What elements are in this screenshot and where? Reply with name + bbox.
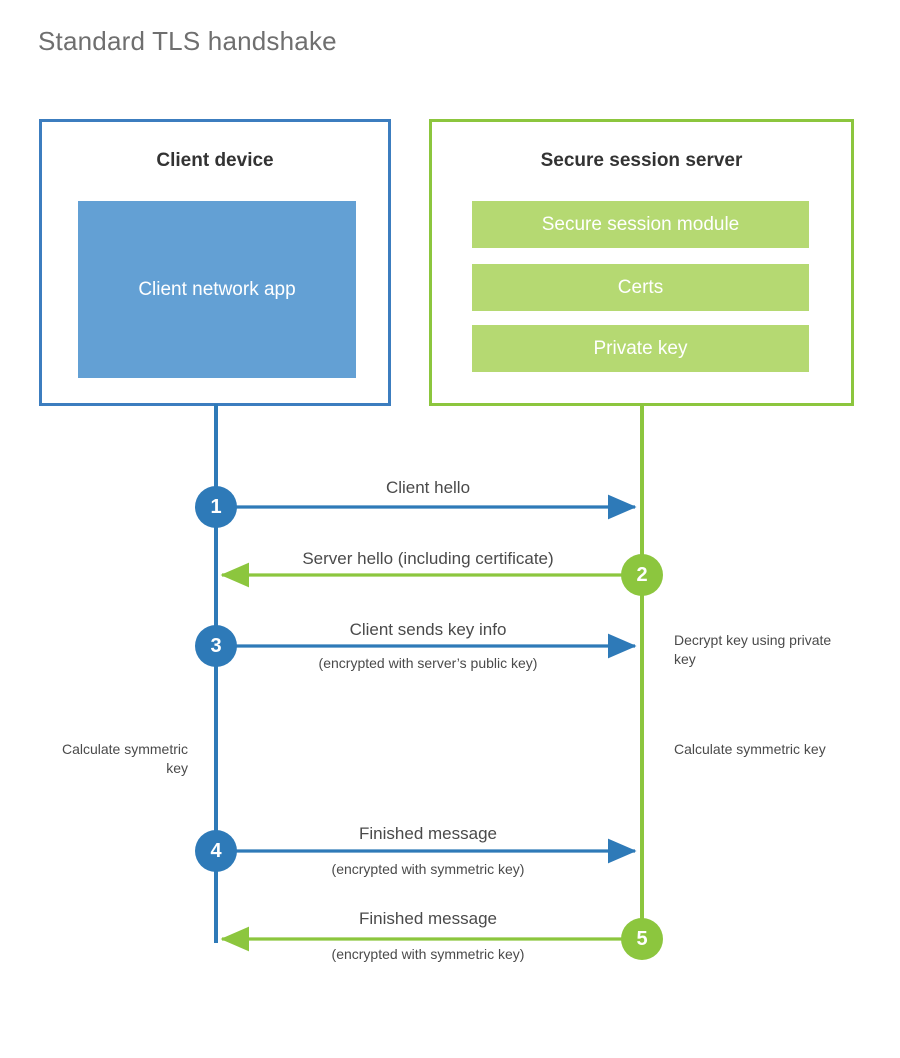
server-component-certs: Certs xyxy=(472,264,809,311)
client-lifeline xyxy=(214,404,218,943)
server-lifeline xyxy=(640,404,644,939)
message-label-2: Server hello (including certificate) xyxy=(302,549,554,568)
message-label-3: Client sends key info xyxy=(349,620,507,639)
annotation-calculate-symmetric-key-client: Calculate symmetric key xyxy=(61,741,188,776)
server-component-private-key: Private key xyxy=(472,325,809,372)
message-sublabel-5: (encrypted with symmetric key) xyxy=(331,946,525,962)
server-component-secure-session-module: Secure session module xyxy=(472,201,809,248)
message-label-5: Finished message xyxy=(359,909,497,928)
step-marker-4[interactable]: 4 xyxy=(195,830,237,872)
step-marker-1[interactable]: 1 xyxy=(195,486,237,528)
annotation-decrypt-key: Decrypt key using private key xyxy=(674,632,832,667)
secure-session-server-title: Secure session server xyxy=(540,150,743,171)
message-sublabel-4: (encrypted with symmetric key) xyxy=(331,861,525,877)
client-device-box: Client device Client network app xyxy=(39,119,391,406)
client-network-app-block: Client network app xyxy=(78,201,356,378)
message-label-1: Client hello xyxy=(385,478,471,497)
step-marker-2[interactable]: 2 xyxy=(621,554,663,596)
message-sublabel-3: (encrypted with server’s public key) xyxy=(318,655,538,671)
page-title: Standard TLS handshake xyxy=(38,26,337,56)
client-device-title: Client device xyxy=(156,150,274,171)
secure-session-server-box: Secure session server Secure session mod… xyxy=(429,119,854,406)
annotation-calculate-symmetric-key-server: Calculate symmetric key xyxy=(674,741,826,757)
message-label-4: Finished message xyxy=(359,824,497,843)
step-marker-3[interactable]: 3 xyxy=(195,625,237,667)
step-marker-5[interactable]: 5 xyxy=(621,918,663,960)
